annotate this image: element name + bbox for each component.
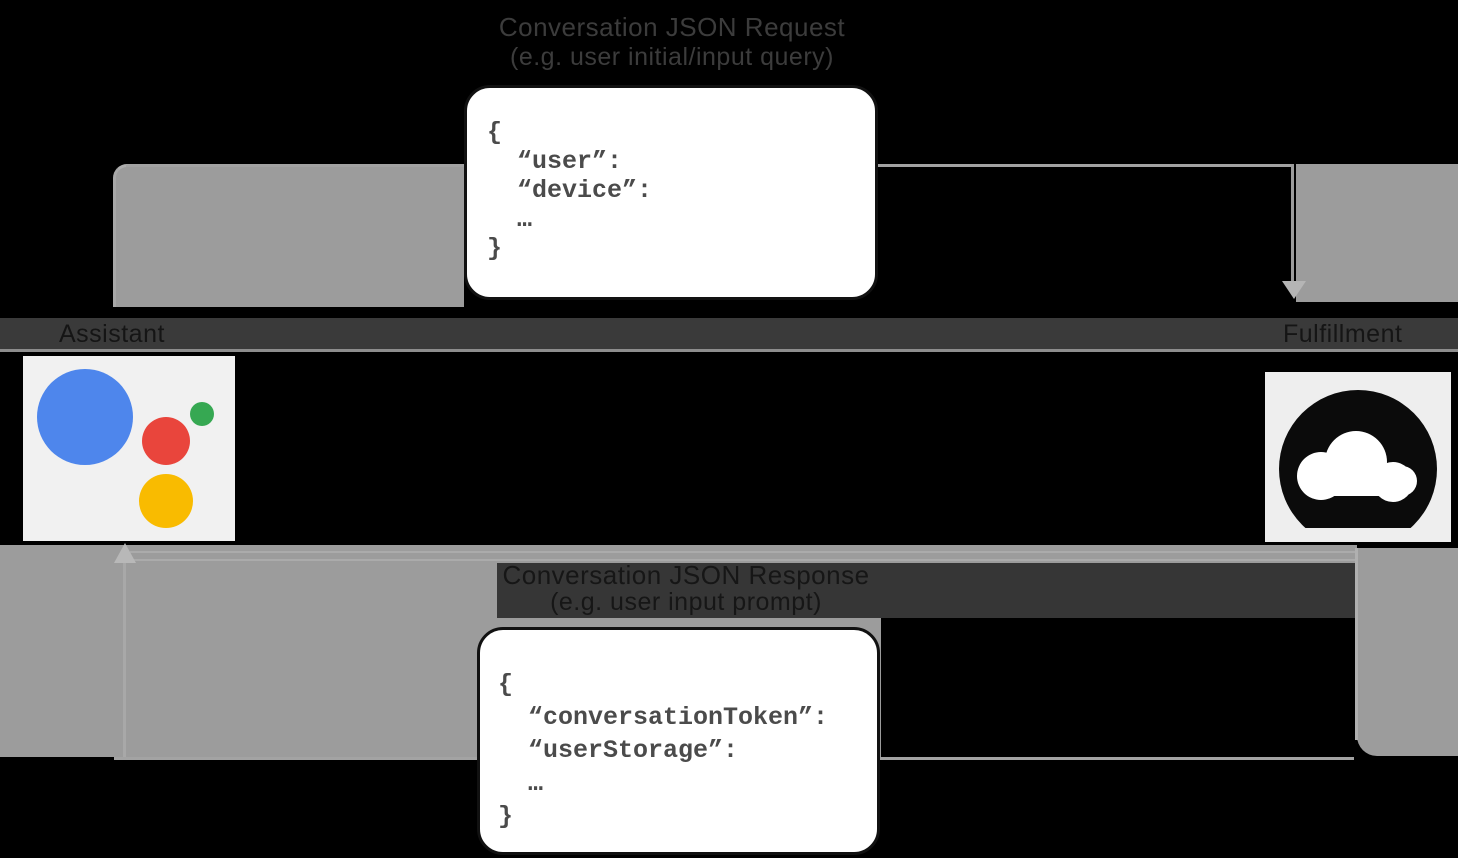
response-arrow-top-strip <box>0 545 1357 563</box>
arrowhead-up-icon <box>114 543 136 563</box>
json-line: … <box>487 205 533 234</box>
response-arrow-label: Conversation JSON Response (e.g. user in… <box>336 562 1036 616</box>
json-line: } <box>498 802 514 831</box>
assistant-label: Assistant <box>59 320 165 348</box>
request-arrow-right-block <box>1296 164 1458 302</box>
request-arrow-label: Conversation JSON Request (e.g. user ini… <box>322 12 1022 72</box>
json-line: { <box>487 118 503 147</box>
arrowhead-down-icon <box>1282 281 1306 299</box>
json-line: “device”: <box>487 176 653 205</box>
assistant-tile <box>23 356 235 541</box>
response-band <box>497 563 1357 618</box>
request-subtitle: (e.g. user initial/input query) <box>510 43 834 71</box>
json-line: “conversationToken”: <box>498 703 829 732</box>
fulfillment-label: Fulfillment <box>1283 320 1403 348</box>
google-cloud-logo-icon <box>1279 390 1437 528</box>
json-line: { <box>498 670 514 699</box>
response-subtitle: (e.g. user input prompt) <box>550 588 822 616</box>
request-json-box: { “user”: “device”: … } <box>464 85 878 300</box>
google-assistant-logo-green-dot <box>190 402 214 426</box>
json-line: “user”: <box>487 147 623 176</box>
json-line: } <box>487 234 503 263</box>
json-line: “userStorage”: <box>498 736 739 765</box>
response-json-box: { “conversationToken”: “userStorage”: … … <box>477 627 880 855</box>
request-arrow-vertical <box>1291 164 1294 282</box>
google-assistant-logo-blue-dot <box>37 369 133 465</box>
response-arrow-shaft-line <box>130 551 1357 553</box>
response-title: Conversation JSON Response <box>502 560 870 590</box>
fulfillment-tile <box>1265 372 1451 542</box>
response-arrow-left-vertical <box>123 563 126 757</box>
actors-band <box>0 318 1458 349</box>
response-arrow-right-vertical <box>1355 548 1358 740</box>
request-title: Conversation JSON Request <box>498 12 846 42</box>
actors-band-underline <box>0 349 1458 352</box>
json-line: … <box>498 769 544 798</box>
response-arrow-right-block <box>1357 548 1458 756</box>
google-assistant-logo-yellow-dot <box>139 474 193 528</box>
google-assistant-logo-red-dot <box>142 417 190 465</box>
response-arrow-shaft-line <box>130 559 1357 561</box>
request-arrow-left-block <box>113 164 464 307</box>
